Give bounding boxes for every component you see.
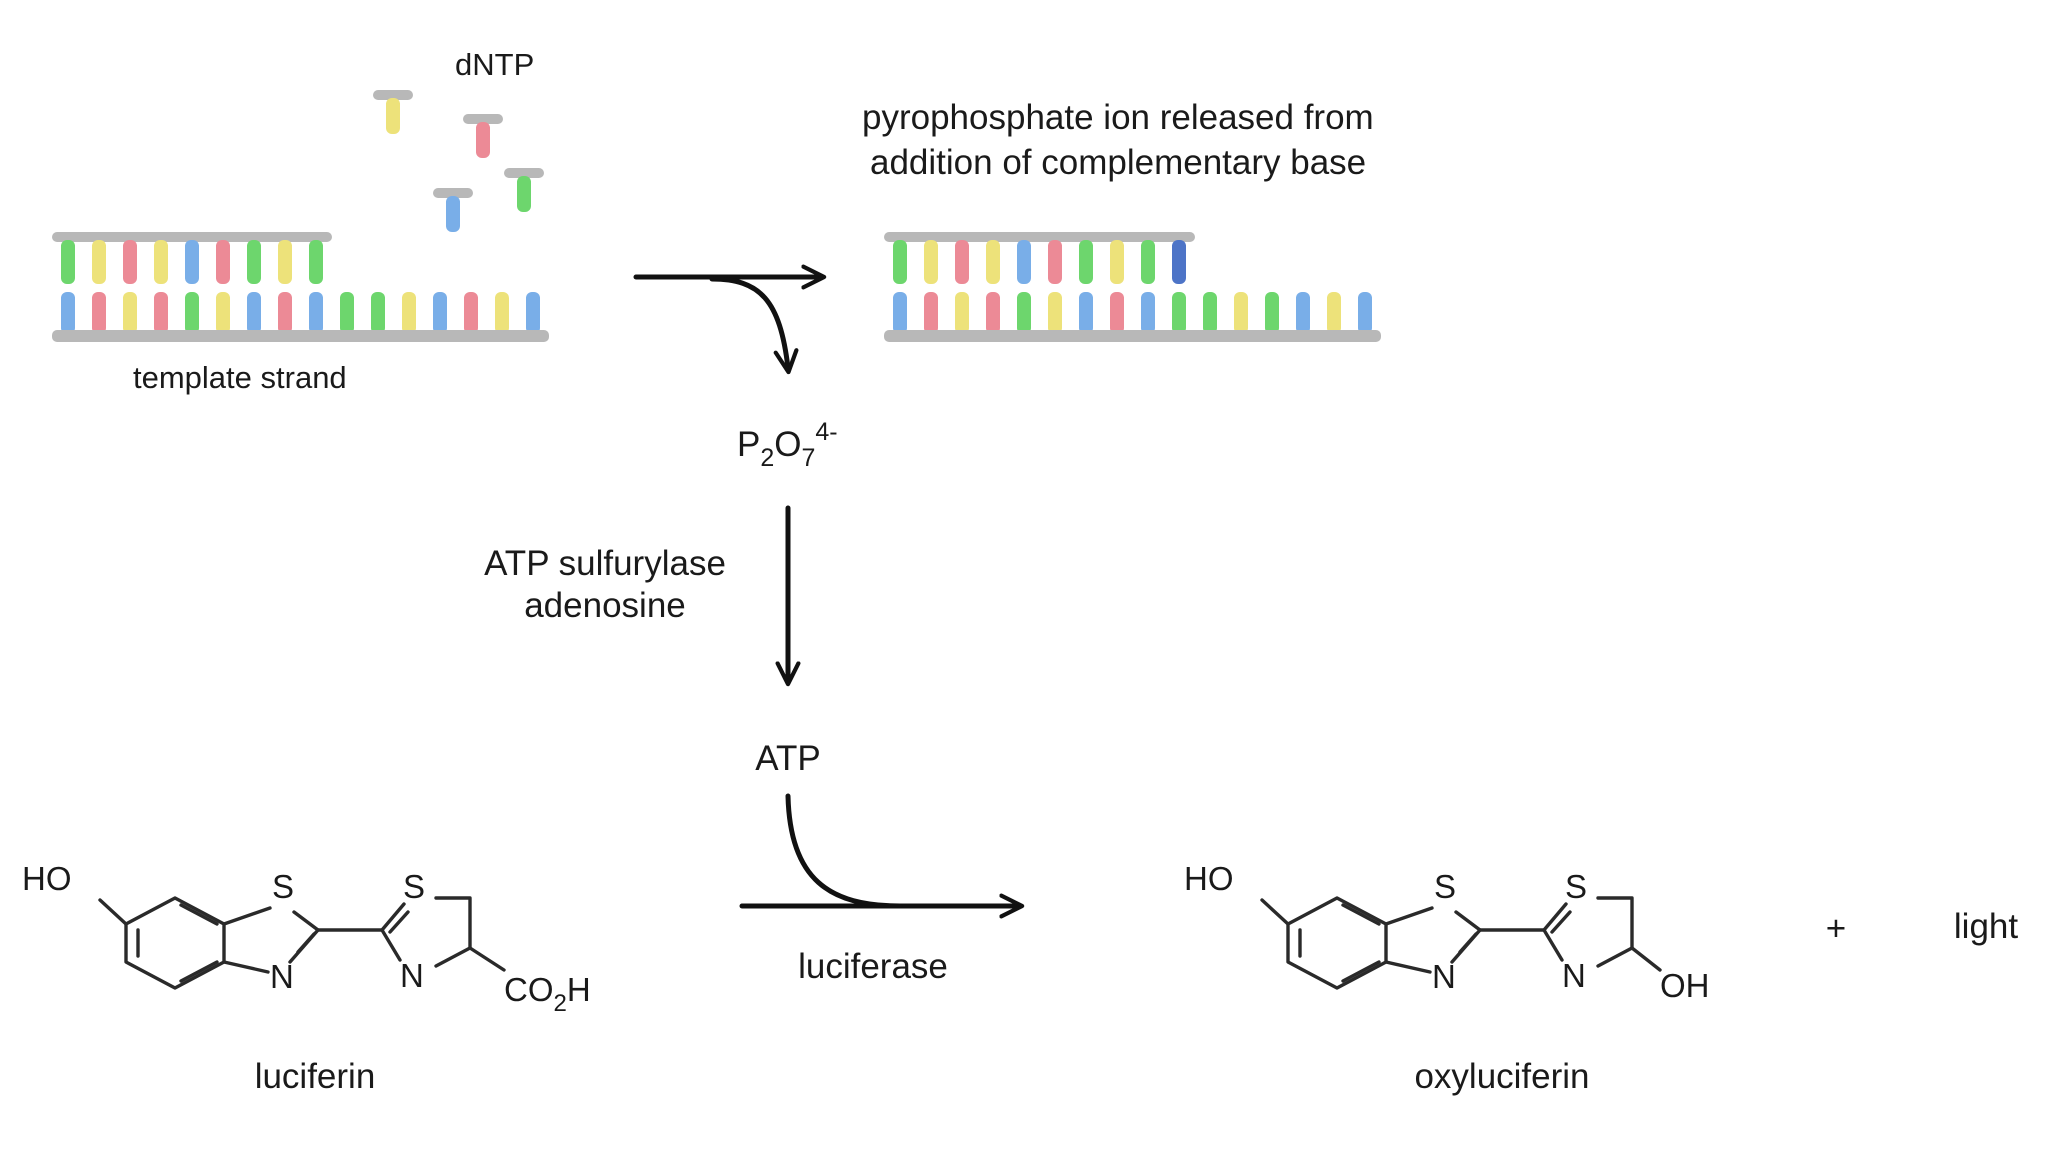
top-base-red (123, 240, 137, 284)
top-base-green (1079, 240, 1093, 284)
dntp-base-blue (446, 196, 460, 232)
template-strand-label: template strand (133, 360, 347, 395)
bottom-backbone (884, 330, 1381, 342)
top-base-red (1048, 240, 1062, 284)
top-base-yellow (924, 240, 938, 284)
enzyme-label-line2: adenosine (524, 586, 686, 625)
top-base-blue (1017, 240, 1031, 284)
bottom-base-red (92, 292, 106, 334)
bottom-base-green (371, 292, 385, 334)
bottom-base-green (1265, 292, 1279, 334)
bottom-base-blue (893, 292, 907, 334)
dntp-base-green (517, 176, 531, 212)
bottom-base-yellow (123, 292, 137, 334)
dntp-cap (433, 188, 473, 198)
bottom-base-yellow (402, 292, 416, 334)
top-base-yellow (986, 240, 1000, 284)
luciferin-structure: HO S N S N CO2H (22, 860, 591, 1017)
top-base-green (309, 240, 323, 284)
top-base-yellow (92, 240, 106, 284)
luciferin-co2h-group: CO2H (504, 971, 591, 1017)
enzyme-label-line1: ATP sulfurylase (484, 544, 726, 583)
bottom-base-yellow (1327, 292, 1341, 334)
dntp-base-yellow (386, 98, 400, 134)
free-dntps (373, 90, 544, 232)
luciferin-n2-atom: N (400, 957, 424, 994)
dntp-cap (504, 168, 544, 178)
oxyluciferin-label: oxyluciferin (1414, 1057, 1589, 1096)
bottom-base-green (340, 292, 354, 334)
top-base-yellow (1110, 240, 1124, 284)
bottom-base-yellow (495, 292, 509, 334)
bottom-base-blue (1141, 292, 1155, 334)
luciferase-label: luciferase (798, 947, 948, 986)
top-base-yellow (278, 240, 292, 284)
bottom-base-blue (1296, 292, 1310, 334)
bottom-base-blue (1079, 292, 1093, 334)
oxyluciferin-oh-atom: OH (1660, 967, 1710, 1004)
bottom-base-red (924, 292, 938, 334)
top-base-green (247, 240, 261, 284)
template-dna-duplex (52, 232, 549, 342)
luciferin-s1-atom: S (272, 868, 294, 905)
bottom-base-red (1110, 292, 1124, 334)
bottom-backbone (52, 330, 549, 342)
dntp-cap (463, 114, 503, 124)
luciferin-s2-atom: S (403, 868, 425, 905)
bottom-base-red (278, 292, 292, 334)
bottom-base-yellow (955, 292, 969, 334)
pyrophosphate-formula: P2O74- (737, 418, 838, 472)
oxyluciferin-n1-atom: N (1432, 958, 1456, 995)
dntp-base-red (476, 122, 490, 158)
oxyluciferin-s1-atom: S (1434, 868, 1456, 905)
atp-label: ATP (755, 739, 820, 778)
oxyluciferin-s2-atom: S (1565, 868, 1587, 905)
bottom-base-blue (247, 292, 261, 334)
pyrophosphate-caption-line2: addition of complementary base (870, 143, 1366, 182)
top-base-red (955, 240, 969, 284)
luciferin-label: luciferin (255, 1057, 376, 1096)
bottom-base-red (154, 292, 168, 334)
bottom-base-yellow (216, 292, 230, 334)
bottom-base-green (185, 292, 199, 334)
bottom-base-blue (61, 292, 75, 334)
bottom-base-blue (433, 292, 447, 334)
pyrophosphate-release-arrow (709, 276, 799, 375)
top-backbone (884, 232, 1195, 242)
top-base-dark_blue (1172, 240, 1186, 284)
extended-dna-duplex (884, 232, 1381, 342)
dntp-label: dNTP (455, 47, 534, 82)
bottom-base-yellow (1048, 292, 1062, 334)
bottom-base-red (464, 292, 478, 334)
bottom-base-green (1017, 292, 1031, 334)
bottom-base-blue (526, 292, 540, 334)
top-base-green (61, 240, 75, 284)
bottom-base-green (1203, 292, 1217, 334)
pyrophosphate-caption-line1: pyrophosphate ion released from (862, 98, 1374, 137)
bottom-base-yellow (1234, 292, 1248, 334)
light-label: light (1954, 907, 2018, 946)
oxyluciferin-ho-atom: HO (1184, 860, 1234, 897)
bottom-base-red (986, 292, 1000, 334)
luciferin-ho-atom: HO (22, 860, 72, 897)
bottom-base-green (1172, 292, 1186, 334)
bottom-base-blue (1358, 292, 1372, 334)
plus-sign: + (1826, 909, 1846, 948)
dntp-cap (373, 90, 413, 100)
top-base-yellow (154, 240, 168, 284)
top-backbone (52, 232, 332, 242)
top-base-green (893, 240, 907, 284)
atp-input-curve (785, 793, 903, 909)
luciferin-n1-atom: N (270, 958, 294, 995)
top-base-red (216, 240, 230, 284)
oxyluciferin-n2-atom: N (1562, 957, 1586, 994)
bottom-base-blue (309, 292, 323, 334)
top-base-blue (185, 240, 199, 284)
top-base-green (1141, 240, 1155, 284)
oxyluciferin-structure: HO S N S N OH (1184, 860, 1710, 1004)
